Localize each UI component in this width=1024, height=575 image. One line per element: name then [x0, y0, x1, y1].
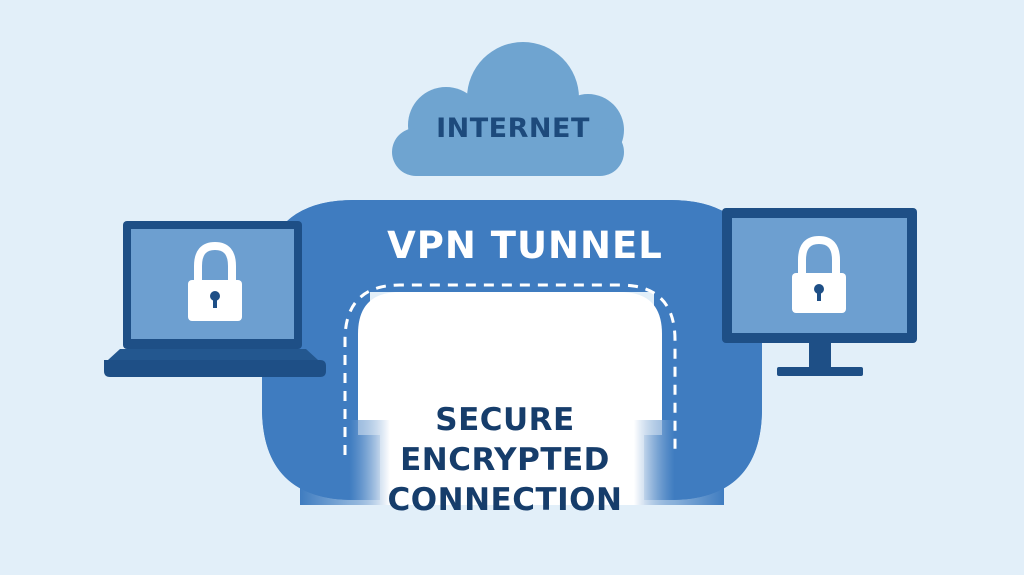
- cloud-icon: [392, 42, 624, 176]
- secure-connection-label: SECURE ENCRYPTED CONNECTION: [380, 400, 630, 520]
- padlock-icon: [792, 235, 846, 313]
- connection-line: CONNECTION: [387, 482, 623, 518]
- encrypted-line: ENCRYPTED: [400, 442, 610, 478]
- secure-line: SECURE: [435, 402, 575, 438]
- padlock-icon: [188, 241, 242, 321]
- internet-label: INTERNET: [436, 113, 590, 144]
- vpn-tunnel-label: VPN TUNNEL: [387, 224, 663, 267]
- dashed-connection-path: [343, 283, 677, 455]
